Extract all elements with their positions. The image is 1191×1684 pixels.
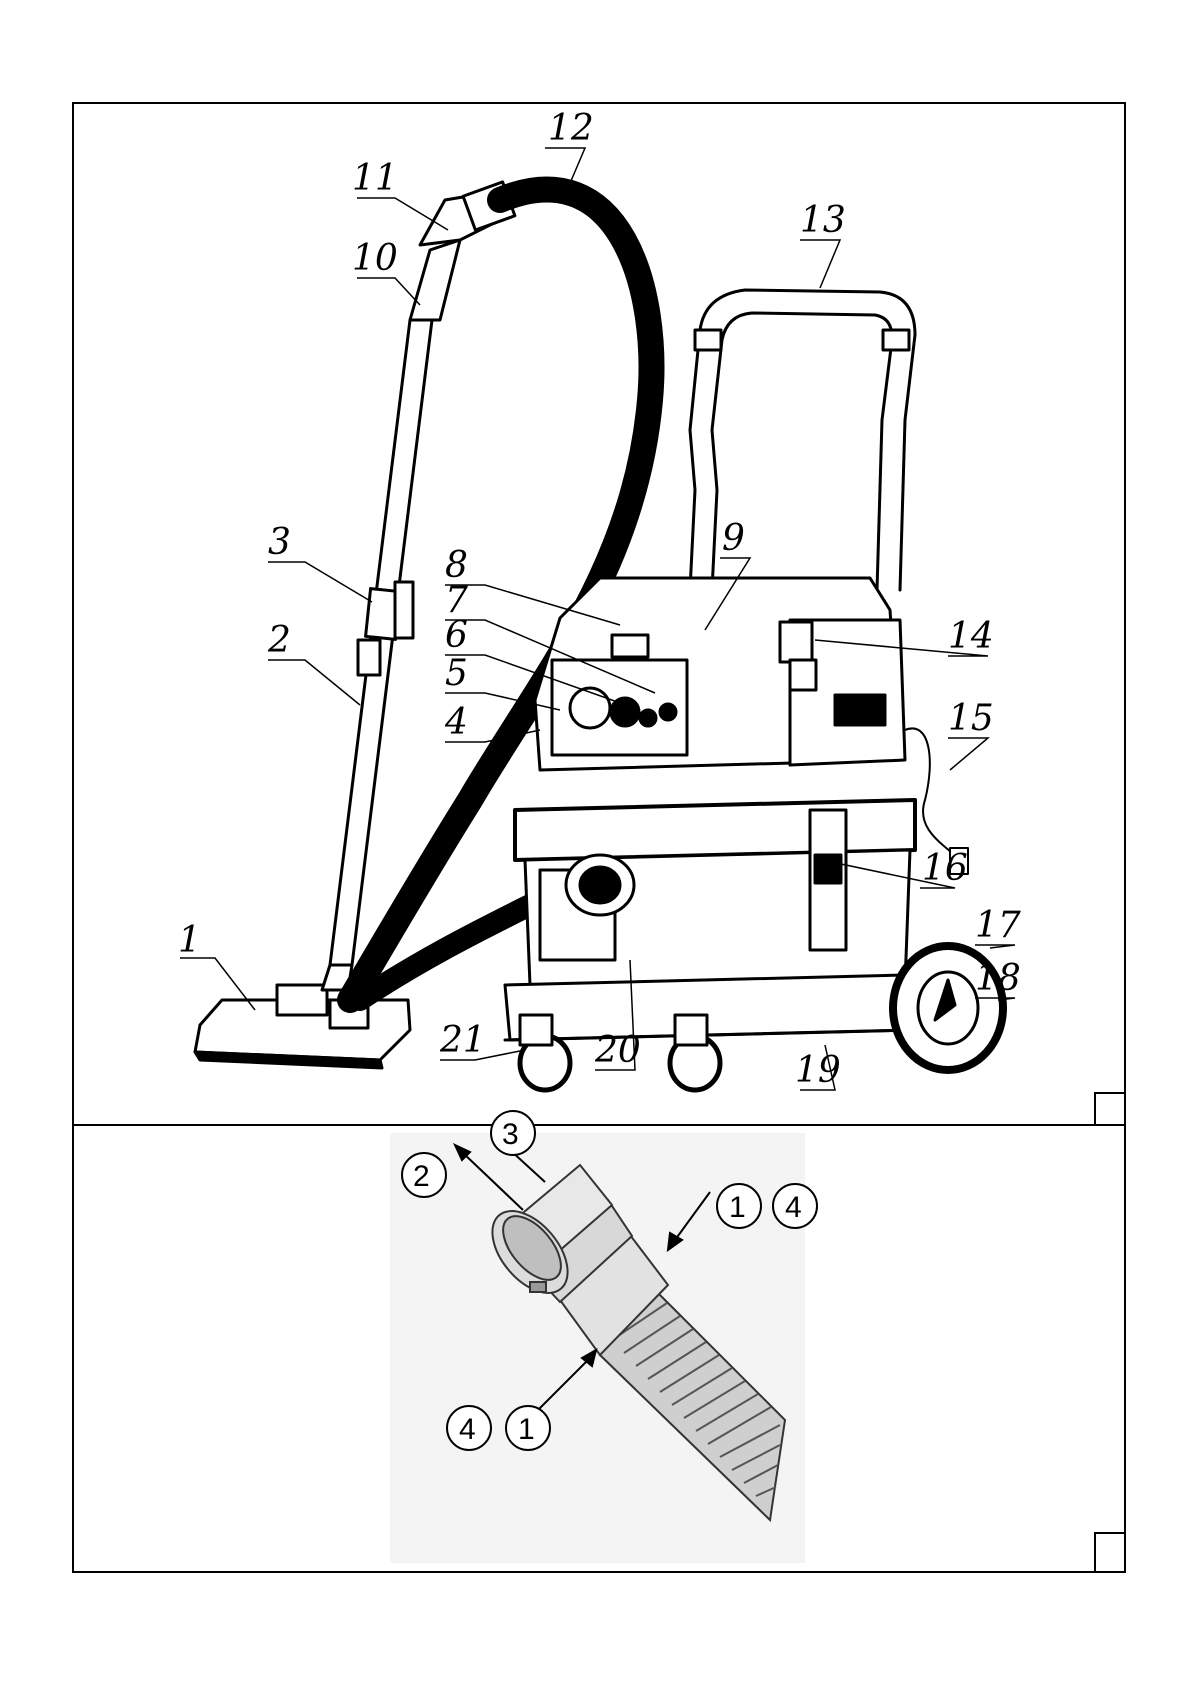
svg-text:1: 1 bbox=[518, 1413, 535, 1446]
svg-text:4: 4 bbox=[785, 1191, 802, 1224]
callout-10: 10 bbox=[352, 238, 398, 279]
svg-text:4: 4 bbox=[459, 1413, 476, 1446]
callout-19: 19 bbox=[795, 1050, 841, 1091]
chassis-base bbox=[505, 975, 915, 1040]
figure1-corner-tab bbox=[1095, 1093, 1125, 1125]
callout-4: 4 bbox=[444, 702, 468, 743]
figure2-corner-tab bbox=[1095, 1533, 1125, 1572]
svg-text:2: 2 bbox=[413, 1160, 430, 1193]
callout-17: 17 bbox=[975, 905, 1021, 946]
callout-11: 11 bbox=[352, 158, 398, 199]
callout-15: 15 bbox=[948, 698, 994, 739]
callout-3: 3 bbox=[268, 522, 291, 563]
callout-20: 20 bbox=[594, 1030, 641, 1071]
svg-text:1: 1 bbox=[729, 1191, 746, 1224]
callout-21: 21 bbox=[439, 1020, 486, 1061]
callout-7: 7 bbox=[445, 580, 468, 621]
callout-12: 12 bbox=[548, 108, 594, 149]
vacuum-illustration bbox=[195, 182, 1003, 1090]
callout-2: 2 bbox=[267, 620, 291, 661]
callout-14: 14 bbox=[948, 616, 994, 657]
callout-13: 13 bbox=[800, 200, 846, 241]
svg-text:3: 3 bbox=[502, 1118, 519, 1151]
callout-1: 1 bbox=[178, 920, 201, 961]
hose-inlet bbox=[566, 855, 634, 915]
callout-6: 6 bbox=[445, 615, 468, 656]
callout-8: 8 bbox=[445, 545, 468, 586]
callout-9: 9 bbox=[722, 518, 745, 559]
callout-18: 18 bbox=[975, 958, 1021, 999]
callout-16: 16 bbox=[922, 848, 968, 889]
callout-5: 5 bbox=[445, 653, 468, 694]
